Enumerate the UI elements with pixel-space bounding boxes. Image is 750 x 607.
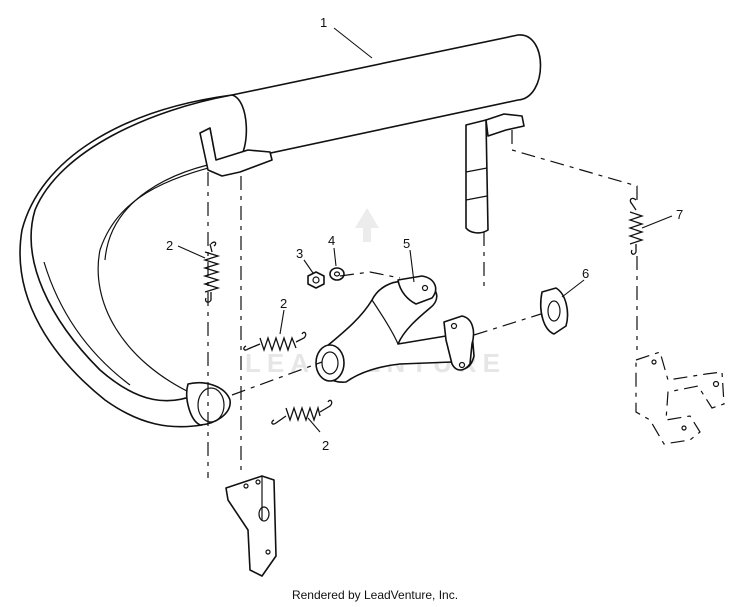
callout-2-lower: 2 <box>322 438 329 453</box>
spring-part-2-left <box>202 241 221 303</box>
frame-bracket-lower-left <box>225 475 277 577</box>
spring-part-2-middle <box>243 331 307 353</box>
spring-part-7 <box>627 197 645 255</box>
frame-bracket-right <box>635 351 725 445</box>
washer-part-4 <box>329 267 345 281</box>
gasket-part-6 <box>539 287 569 335</box>
callout-1: 1 <box>320 15 327 30</box>
callout-2-left: 2 <box>166 238 173 253</box>
callout-4: 4 <box>328 233 335 248</box>
leader-lines <box>177 27 673 433</box>
assembly-lines <box>207 130 638 478</box>
rendered-by-footer: Rendered by LeadVenture, Inc. <box>291 588 459 602</box>
callout-labels: 1 2 2 2 3 4 5 6 7 <box>166 15 683 453</box>
y-pipe-part-5 <box>315 275 475 383</box>
callout-3: 3 <box>296 246 303 261</box>
callout-6: 6 <box>582 266 589 281</box>
nut-part-3 <box>307 271 325 289</box>
spring-part-2-lower <box>271 399 333 425</box>
callout-7: 7 <box>676 207 683 222</box>
muffler-part-1 <box>19 34 542 428</box>
callout-5: 5 <box>403 236 410 251</box>
callout-2-middle: 2 <box>280 296 287 311</box>
